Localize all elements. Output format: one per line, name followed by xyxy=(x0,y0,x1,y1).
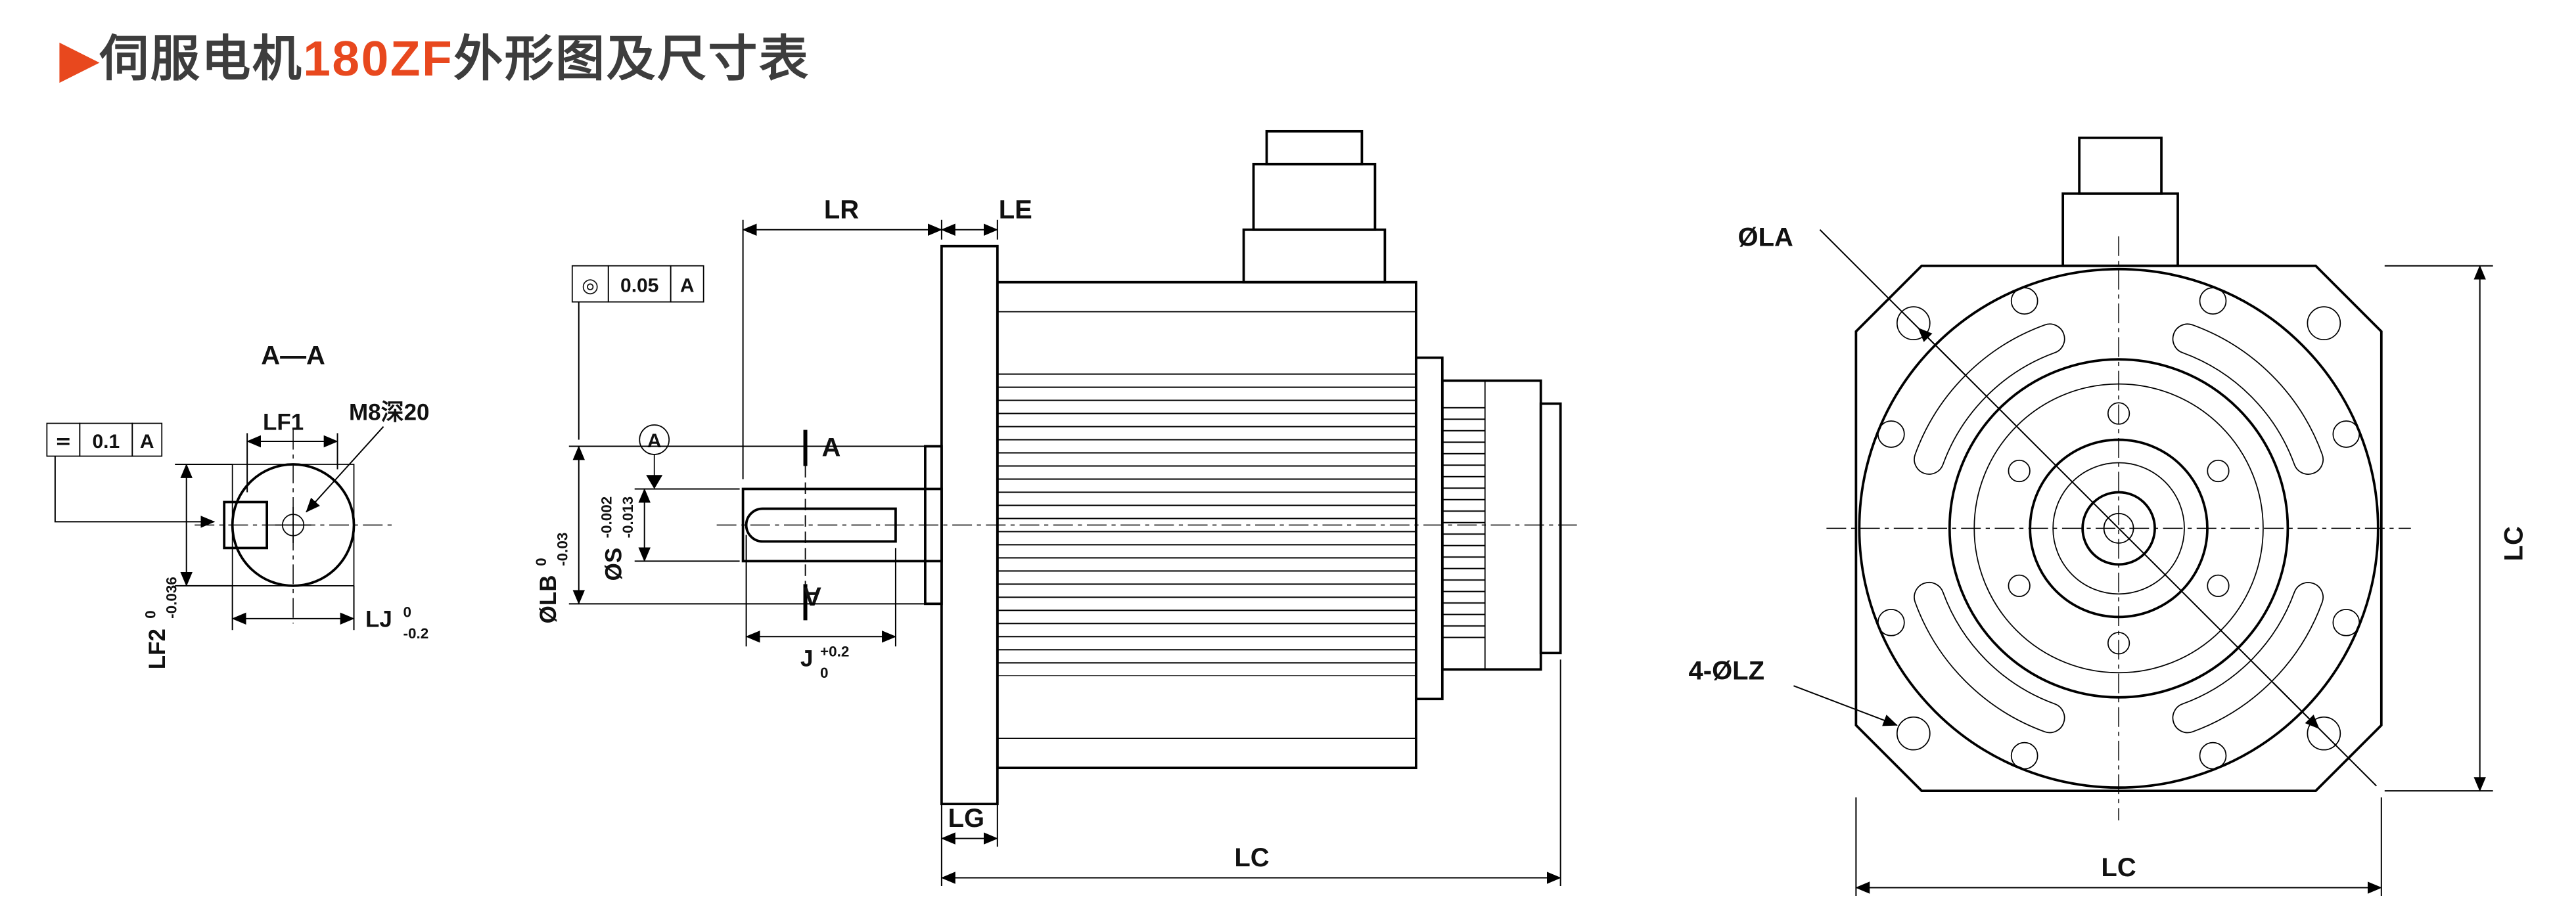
fcf-parallelism: = 0.1 A xyxy=(46,422,216,528)
bearing-ring xyxy=(2052,462,2185,595)
label-j-lower: 0 xyxy=(820,665,829,681)
bearing-boss xyxy=(2029,438,2209,619)
label-lf1: LF1 xyxy=(263,410,304,435)
label-lf2-lower: -0.036 xyxy=(164,577,180,619)
title-bullet-icon: ▶ xyxy=(59,31,100,86)
section-view-a-a: A—A LF1 M8深20 = 0.1 xyxy=(46,342,429,669)
label-lf2-upper: 0 xyxy=(142,610,158,619)
label-s-lower: -0.013 xyxy=(620,497,636,539)
datum-flag-letter: A xyxy=(647,430,662,452)
dimension-lc-right: LC xyxy=(2384,265,2529,792)
mounting-holes xyxy=(1896,306,2341,751)
dimension-s: ØS -0.002 -0.013 xyxy=(599,488,740,581)
fcf1-datum: A xyxy=(140,431,154,453)
dimension-lr: LR xyxy=(742,195,942,479)
label-lj-upper: 0 xyxy=(403,604,411,620)
front-inner-ring xyxy=(1973,383,2264,674)
thread-note: M8深20 xyxy=(306,400,429,513)
title-model: 180ZF xyxy=(303,31,453,86)
section-cut-marks: A A xyxy=(803,430,841,621)
encoder-ribs xyxy=(1442,407,1485,644)
label-j-upper: +0.2 xyxy=(820,643,849,659)
dimension-lc-side: LC xyxy=(940,659,1561,887)
dimension-lg: LG xyxy=(940,768,998,887)
label-lj: LJ xyxy=(365,606,392,632)
title-suffix: 外形图及尺寸表 xyxy=(453,31,810,86)
section-mark-top: A xyxy=(822,433,841,462)
datum-triangle xyxy=(646,475,663,489)
front-center-hole xyxy=(2103,513,2134,544)
label-lb: ØLB xyxy=(536,575,561,623)
connector-plug xyxy=(1265,129,1364,166)
label-lc-bottom: LC xyxy=(2101,853,2136,882)
arc-slots xyxy=(1914,323,2324,734)
cooling-fins xyxy=(997,370,1416,676)
label-lz: 4-ØLZ xyxy=(1689,656,1764,685)
rear-end-cap xyxy=(1539,402,1562,655)
section-title: A—A xyxy=(261,342,325,370)
dimension-lj: LJ 0 -0.2 xyxy=(231,585,428,642)
label-lr: LR xyxy=(824,195,859,224)
datum-flag: A xyxy=(639,424,670,489)
front-connector-plug xyxy=(2078,136,2163,195)
fcf2-datum: A xyxy=(680,275,695,297)
dimension-lf2: LF2 0 -0.036 xyxy=(142,463,233,669)
section-mark-bottom: A xyxy=(803,581,822,610)
front-view: ØLA 4-ØLZ LC LC xyxy=(1689,136,2529,897)
body-circle xyxy=(1858,267,2380,789)
dimension-j: J +0.2 0 xyxy=(745,535,897,681)
callout-lz: 4-ØLZ xyxy=(1689,656,1898,726)
label-m8: M8深20 xyxy=(349,400,429,426)
fcf-runout: ◎ 0.05 A xyxy=(571,265,704,440)
label-lc-side: LC xyxy=(1234,843,1269,872)
label-s-upper: -0.002 xyxy=(599,497,615,539)
label-s: ØS xyxy=(601,548,627,581)
label-lc-right: LC xyxy=(2500,526,2529,561)
flange-outline xyxy=(1854,264,2383,793)
label-lg: LG xyxy=(948,804,985,833)
front-shaft xyxy=(2081,491,2156,566)
fcf1-symbol: = xyxy=(55,430,72,453)
connector-base xyxy=(1242,228,1387,284)
shaft-keyway xyxy=(745,507,897,543)
connector-body xyxy=(1252,162,1377,231)
label-lb-lower: -0.03 xyxy=(554,533,570,566)
dimension-lc-bottom: LC xyxy=(1855,797,2382,897)
dimension-le: LE xyxy=(940,195,1032,240)
label-j: J xyxy=(800,646,813,671)
dimension-la: ØLA xyxy=(1738,223,2378,787)
dimension-lb: ØLB 0 -0.03 xyxy=(533,445,925,623)
label-la: ØLA xyxy=(1738,223,1793,252)
label-lb-upper: 0 xyxy=(533,558,549,566)
keyway-section xyxy=(223,500,268,550)
front-bolt-screws xyxy=(2008,402,2230,655)
label-le: LE xyxy=(999,195,1032,224)
side-view: A A A ◎ 0.05 A ØLB 0 xyxy=(533,129,1577,887)
front-boss-ring xyxy=(1948,358,2289,699)
fcf1-tolerance: 0.1 xyxy=(92,431,120,453)
label-lj-lower: -0.2 xyxy=(403,625,428,642)
shaft-section-circle xyxy=(231,463,356,587)
label-lf2: LF2 xyxy=(145,629,170,669)
fcf2-tolerance: 0.05 xyxy=(620,275,658,297)
title-prefix: 伺服电机 xyxy=(99,31,303,86)
cover-screw-holes xyxy=(1877,287,2360,770)
rear-step xyxy=(1414,356,1444,701)
fcf2-symbol: ◎ xyxy=(582,275,599,298)
dimension-lf1: LF1 xyxy=(246,410,338,493)
page-title: ▶伺服电机180ZF外形图及尺寸表 xyxy=(59,31,810,86)
front-connector-base xyxy=(2061,192,2179,267)
